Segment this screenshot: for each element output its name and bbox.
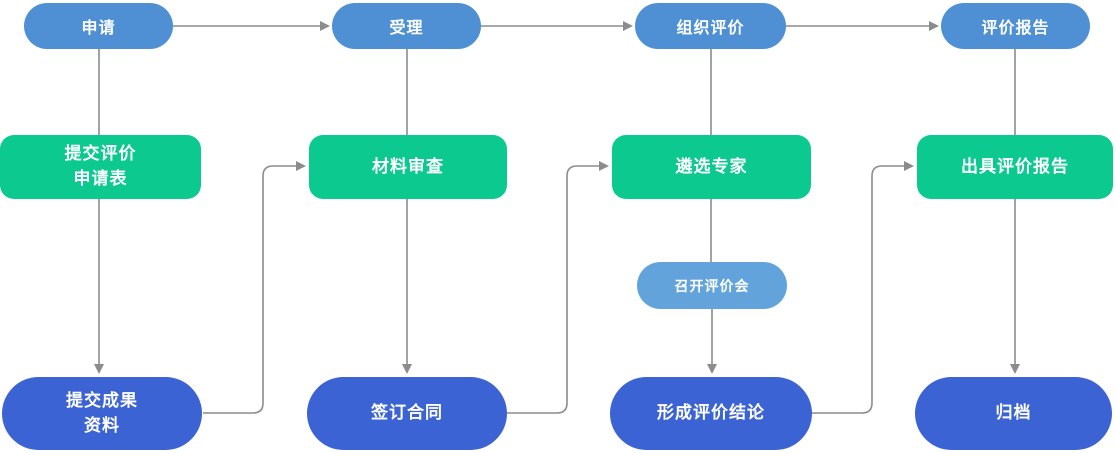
node-organize-evaluation: 组织评价 [635,3,786,49]
node-accept-label: 受理 [389,18,424,37]
node-apply-label: 申请 [81,18,116,37]
node-archive: 归档 [915,377,1112,450]
node-sign-contract: 签订合同 [307,377,507,450]
node-evaluation-report: 评价报告 [941,3,1090,49]
node-select-experts: 遴选专家 [612,135,811,199]
connector-conclusion-to-issue-report [812,161,914,414]
node-submit-application-form-label: 提交评价 申请表 [64,144,137,189]
node-material-review-label: 材料审查 [372,156,444,177]
node-sign-contract-label: 签订合同 [371,403,443,424]
node-issue-report-label: 出具评价报告 [961,156,1069,177]
node-form-conclusion: 形成评价结论 [610,377,812,450]
node-hold-meeting-label: 召开评价会 [674,278,750,295]
node-material-review: 材料审查 [309,135,507,199]
connector-submit-results-to-material-review [203,161,306,414]
node-submit-results-label: 提交成果 资料 [66,390,138,436]
node-submit-results: 提交成果 资料 [2,377,202,450]
node-hold-meeting: 召开评价会 [637,262,787,309]
node-submit-application-form: 提交评价 申请表 [0,135,201,199]
node-form-conclusion-label: 形成评价结论 [657,403,765,424]
node-organize-evaluation-label: 组织评价 [676,18,745,37]
node-issue-report: 出具评价报告 [917,135,1113,199]
node-accept: 受理 [332,3,481,49]
node-evaluation-report-label: 评价报告 [981,18,1050,37]
node-apply: 申请 [24,3,173,49]
node-archive-label: 归档 [995,403,1032,424]
connector-sign-contract-to-select-experts [507,161,609,414]
node-select-experts-label: 遴选专家 [675,156,748,177]
